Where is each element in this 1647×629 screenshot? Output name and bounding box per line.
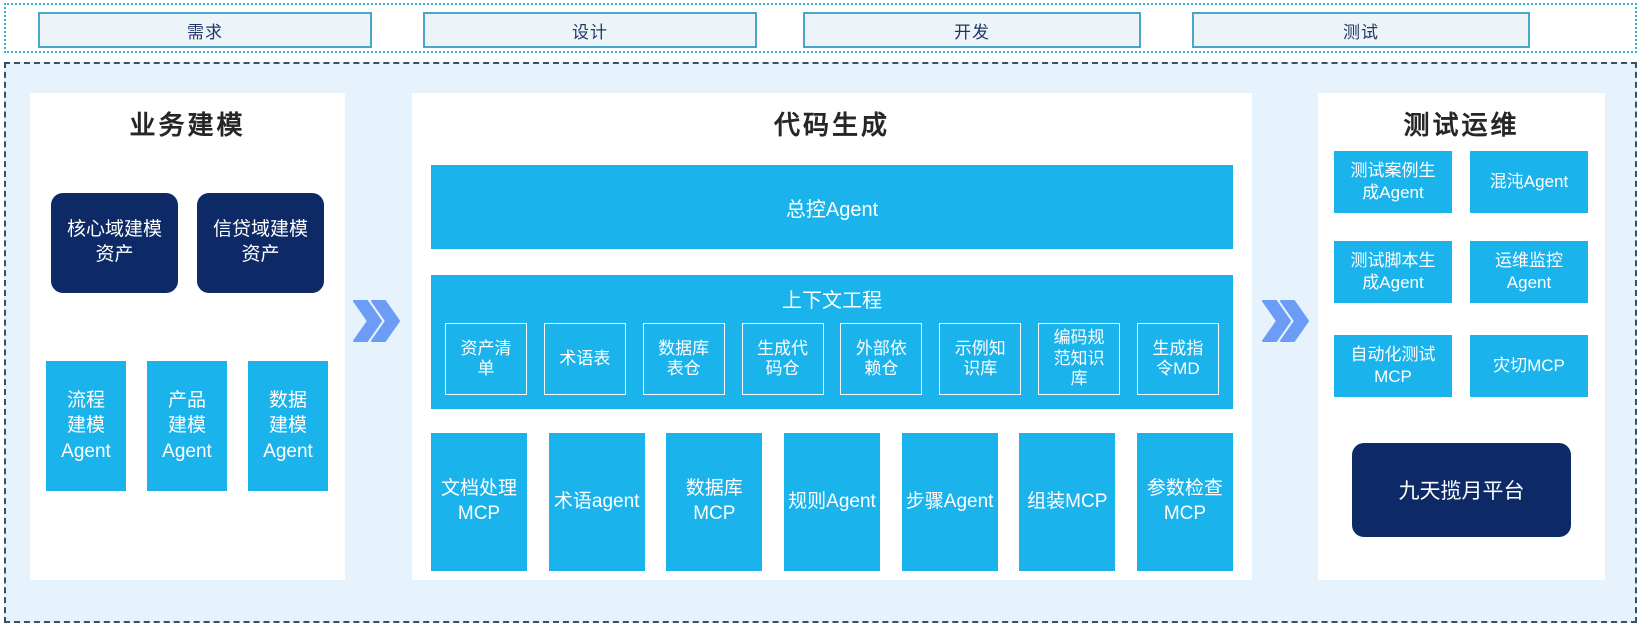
box-automated-test-mcp: 自动化测试 MCP: [1334, 335, 1452, 397]
panel-code-generation: 代码生成 总控Agent 上下文工程 资产清 单 术语表 数据库 表仓 生成代 …: [412, 93, 1252, 580]
box-credit-domain-assets: 信贷域建模 资产: [197, 193, 324, 293]
box-master-control-agent: 总控Agent: [431, 165, 1233, 249]
box-disaster-switch-mcp: 灾切MCP: [1470, 335, 1588, 397]
box-external-deps-repo: 外部依 赖仓: [840, 323, 923, 395]
box-product-modeling-agent: 产品 建模 Agent: [147, 361, 227, 491]
box-doc-processing-mcp: 文档处理 MCP: [431, 433, 527, 571]
phase-box-testing: 测试: [1192, 12, 1530, 48]
panel-title: 测试运维: [1403, 110, 1520, 140]
box-terminology-agent: 术语agent: [548, 433, 645, 571]
box-jiutian-lanyue-platform: 九天揽月平台: [1352, 443, 1571, 537]
phase-box-requirements: 需求: [38, 12, 372, 48]
box-db-table-repo: 数据库 表仓: [642, 323, 725, 395]
box-example-knowledge-base: 示例知 识库: [939, 323, 1022, 395]
phase-label: 测试: [1343, 22, 1379, 42]
group-title: 上下文工程: [782, 290, 882, 312]
box-data-modeling-agent: 数据 建模 Agent: [248, 361, 328, 491]
box-coding-standard-kb: 编码规 范知识 库: [1038, 323, 1121, 395]
panel-business-modeling: 业务建模 核心域建模 资产 信贷域建模 资产 流程 建模 Agent 产品 建模…: [30, 93, 345, 580]
box-test-script-gen-agent: 测试脚本生 成Agent: [1334, 241, 1452, 303]
box-param-check-mcp: 参数检查 MCP: [1136, 433, 1233, 571]
box-asset-list: 资产清 单: [445, 323, 527, 395]
box-generated-code-repo: 生成代 码仓: [741, 323, 824, 395]
box-rule-agent: 规则Agent: [783, 433, 880, 571]
phase-label: 需求: [187, 22, 223, 42]
box-chaos-agent: 混沌Agent: [1470, 151, 1588, 213]
panel-title: 业务建模: [129, 110, 246, 140]
box-process-modeling-agent: 流程 建模 Agent: [46, 361, 126, 491]
box-test-case-gen-agent: 测试案例生 成Agent: [1334, 151, 1452, 213]
phase-label: 设计: [572, 22, 608, 42]
flow-arrow-icon: [353, 300, 400, 342]
box-generation-instruction-md: 生成指 令MD: [1136, 323, 1219, 395]
phase-band: 需求 设计 开发 测试: [4, 3, 1637, 53]
box-core-domain-assets: 核心域建模 资产: [51, 193, 178, 293]
panel-title: 代码生成: [773, 110, 890, 140]
phase-box-development: 开发: [803, 12, 1141, 48]
box-database-mcp: 数据库 MCP: [666, 433, 763, 571]
box-glossary: 术语表: [543, 323, 626, 395]
box-step-agent: 步骤Agent: [901, 433, 998, 571]
flow-arrow-icon: [1262, 300, 1309, 342]
box-assembly-mcp: 组装MCP: [1019, 433, 1116, 571]
phase-label: 开发: [954, 22, 990, 42]
group-context-engineering: 上下文工程 资产清 单 术语表 数据库 表仓 生成代 码仓 外部依 赖仓 示例知…: [431, 275, 1233, 409]
panel-test-ops: 测试运维 测试案例生 成Agent 混沌Agent 测试脚本生 成Agent 运…: [1318, 93, 1605, 580]
tool-box-row: 文档处理 MCP 术语agent 数据库 MCP 规则Agent 步骤Agent…: [431, 433, 1233, 571]
context-item-row: 资产清 单 术语表 数据库 表仓 生成代 码仓 外部依 赖仓 示例知 识库 编码…: [445, 323, 1219, 397]
box-ops-monitoring-agent: 运维监控 Agent: [1470, 241, 1588, 303]
main-diagram-band: 业务建模 核心域建模 资产 信贷域建模 资产 流程 建模 Agent 产品 建模…: [4, 62, 1637, 623]
phase-box-design: 设计: [423, 12, 757, 48]
